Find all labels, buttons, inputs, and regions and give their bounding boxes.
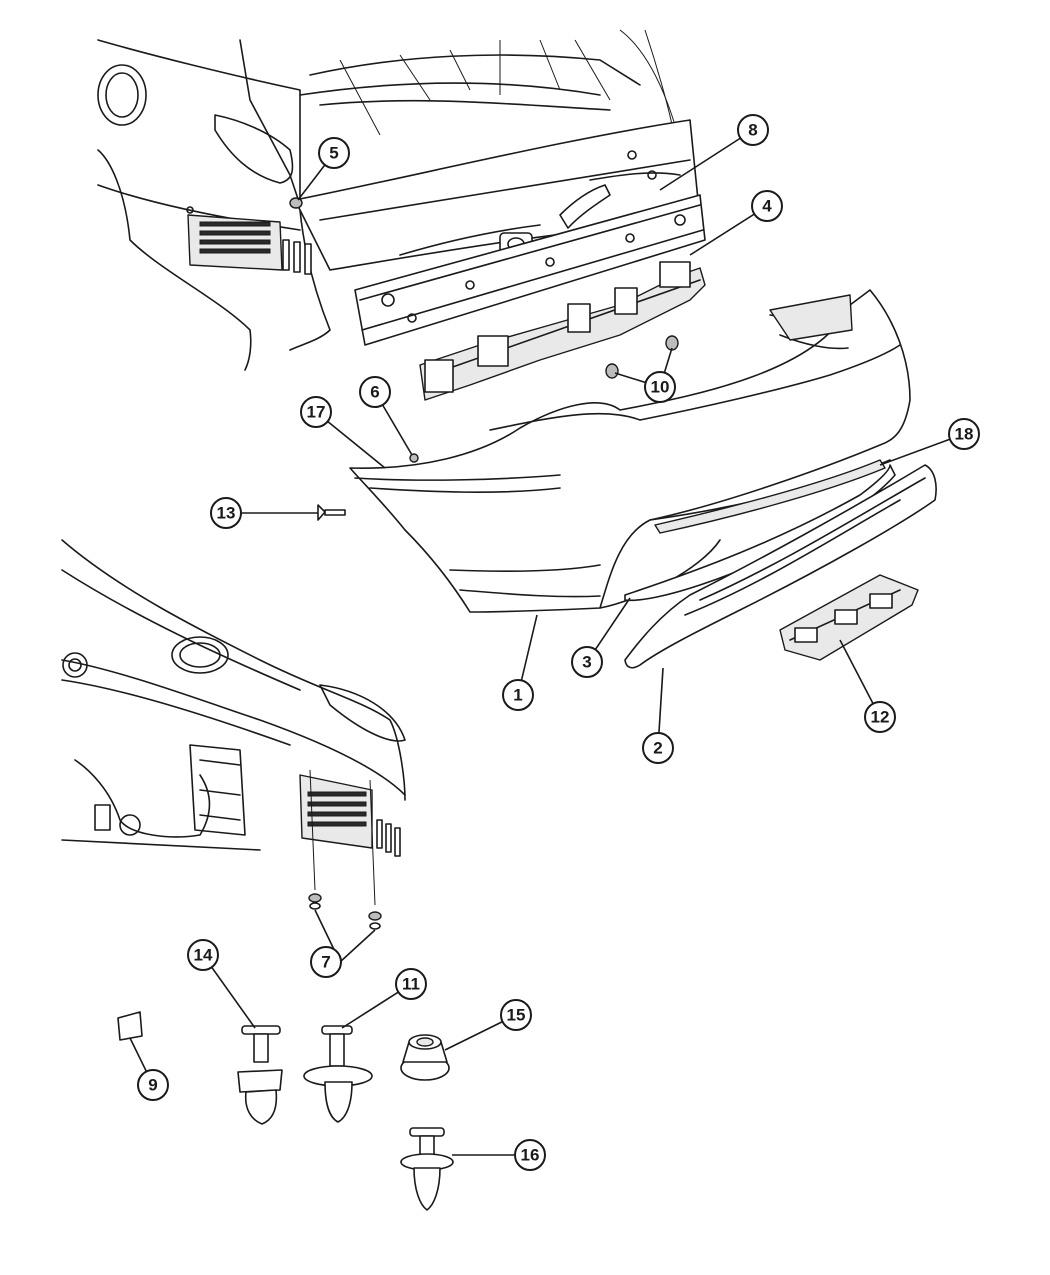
flange-nut — [400, 1034, 450, 1081]
push-pin-rivet-16 — [400, 1127, 454, 1211]
callout-8: 8 — [737, 114, 769, 146]
callout-label-15: 15 — [507, 1006, 526, 1025]
vent-slats-upper — [199, 221, 271, 254]
push-pin-rivet-11 — [303, 1025, 373, 1123]
callout-18: 18 — [948, 418, 980, 450]
callout-9: 9 — [137, 1069, 169, 1101]
vehicle-rear-body-lower — [61, 539, 406, 906]
lower-fascia-valance — [624, 464, 937, 669]
callout-11: 11 — [395, 968, 427, 1000]
clip-nuts — [605, 335, 679, 379]
callout-14: 14 — [187, 939, 219, 971]
push-pin-fastener — [289, 197, 303, 209]
rear-diffuser-panel — [779, 574, 919, 661]
callout-10: 10 — [644, 371, 676, 403]
callout-12: 12 — [864, 701, 896, 733]
push-pin-rivet-14 — [237, 1025, 283, 1125]
callout-label-7: 7 — [321, 953, 330, 972]
callout-label-8: 8 — [748, 121, 757, 140]
callout-4: 4 — [751, 190, 783, 222]
callout-7: 7 — [310, 946, 342, 978]
lower-support-strip — [624, 464, 896, 602]
callout-6: 6 — [359, 376, 391, 408]
callout-16: 16 — [514, 1139, 546, 1171]
callout-13: 13 — [210, 497, 242, 529]
callout-label-16: 16 — [521, 1146, 540, 1165]
callout-label-4: 4 — [762, 197, 772, 216]
callout-label-3: 3 — [582, 653, 591, 672]
energy-absorber — [419, 261, 706, 401]
callout-label-1: 1 — [513, 686, 522, 705]
vehicle-rear-body-upper — [97, 29, 701, 371]
rear-bumper-reinforcement-beam — [354, 194, 706, 346]
callout-1: 1 — [502, 679, 534, 711]
callout-label-14: 14 — [194, 946, 213, 965]
callout-label-17: 17 — [307, 403, 326, 422]
callout-label-18: 18 — [955, 425, 974, 444]
callout-label-2: 2 — [653, 739, 662, 758]
screw-fastener — [409, 453, 419, 463]
callout-15: 15 — [500, 999, 532, 1031]
tow-hook-cover-cap — [117, 1011, 143, 1041]
fascia-trim-strip — [654, 459, 886, 534]
callout-5: 5 — [318, 137, 350, 169]
push-pin-clips — [308, 893, 382, 930]
callout-label-9: 9 — [148, 1076, 157, 1095]
callout-label-13: 13 — [217, 504, 236, 523]
callout-label-12: 12 — [871, 708, 890, 727]
fascia-screw — [317, 504, 346, 521]
callout-label-10: 10 — [651, 378, 670, 397]
vent-slats-lower — [307, 791, 367, 827]
callout-2: 2 — [642, 732, 674, 764]
callout-label-11: 11 — [402, 975, 420, 994]
callout-label-5: 5 — [329, 144, 338, 163]
callout-3: 3 — [571, 646, 603, 678]
callout-label-6: 6 — [370, 383, 379, 402]
callout-17: 17 — [300, 396, 332, 428]
